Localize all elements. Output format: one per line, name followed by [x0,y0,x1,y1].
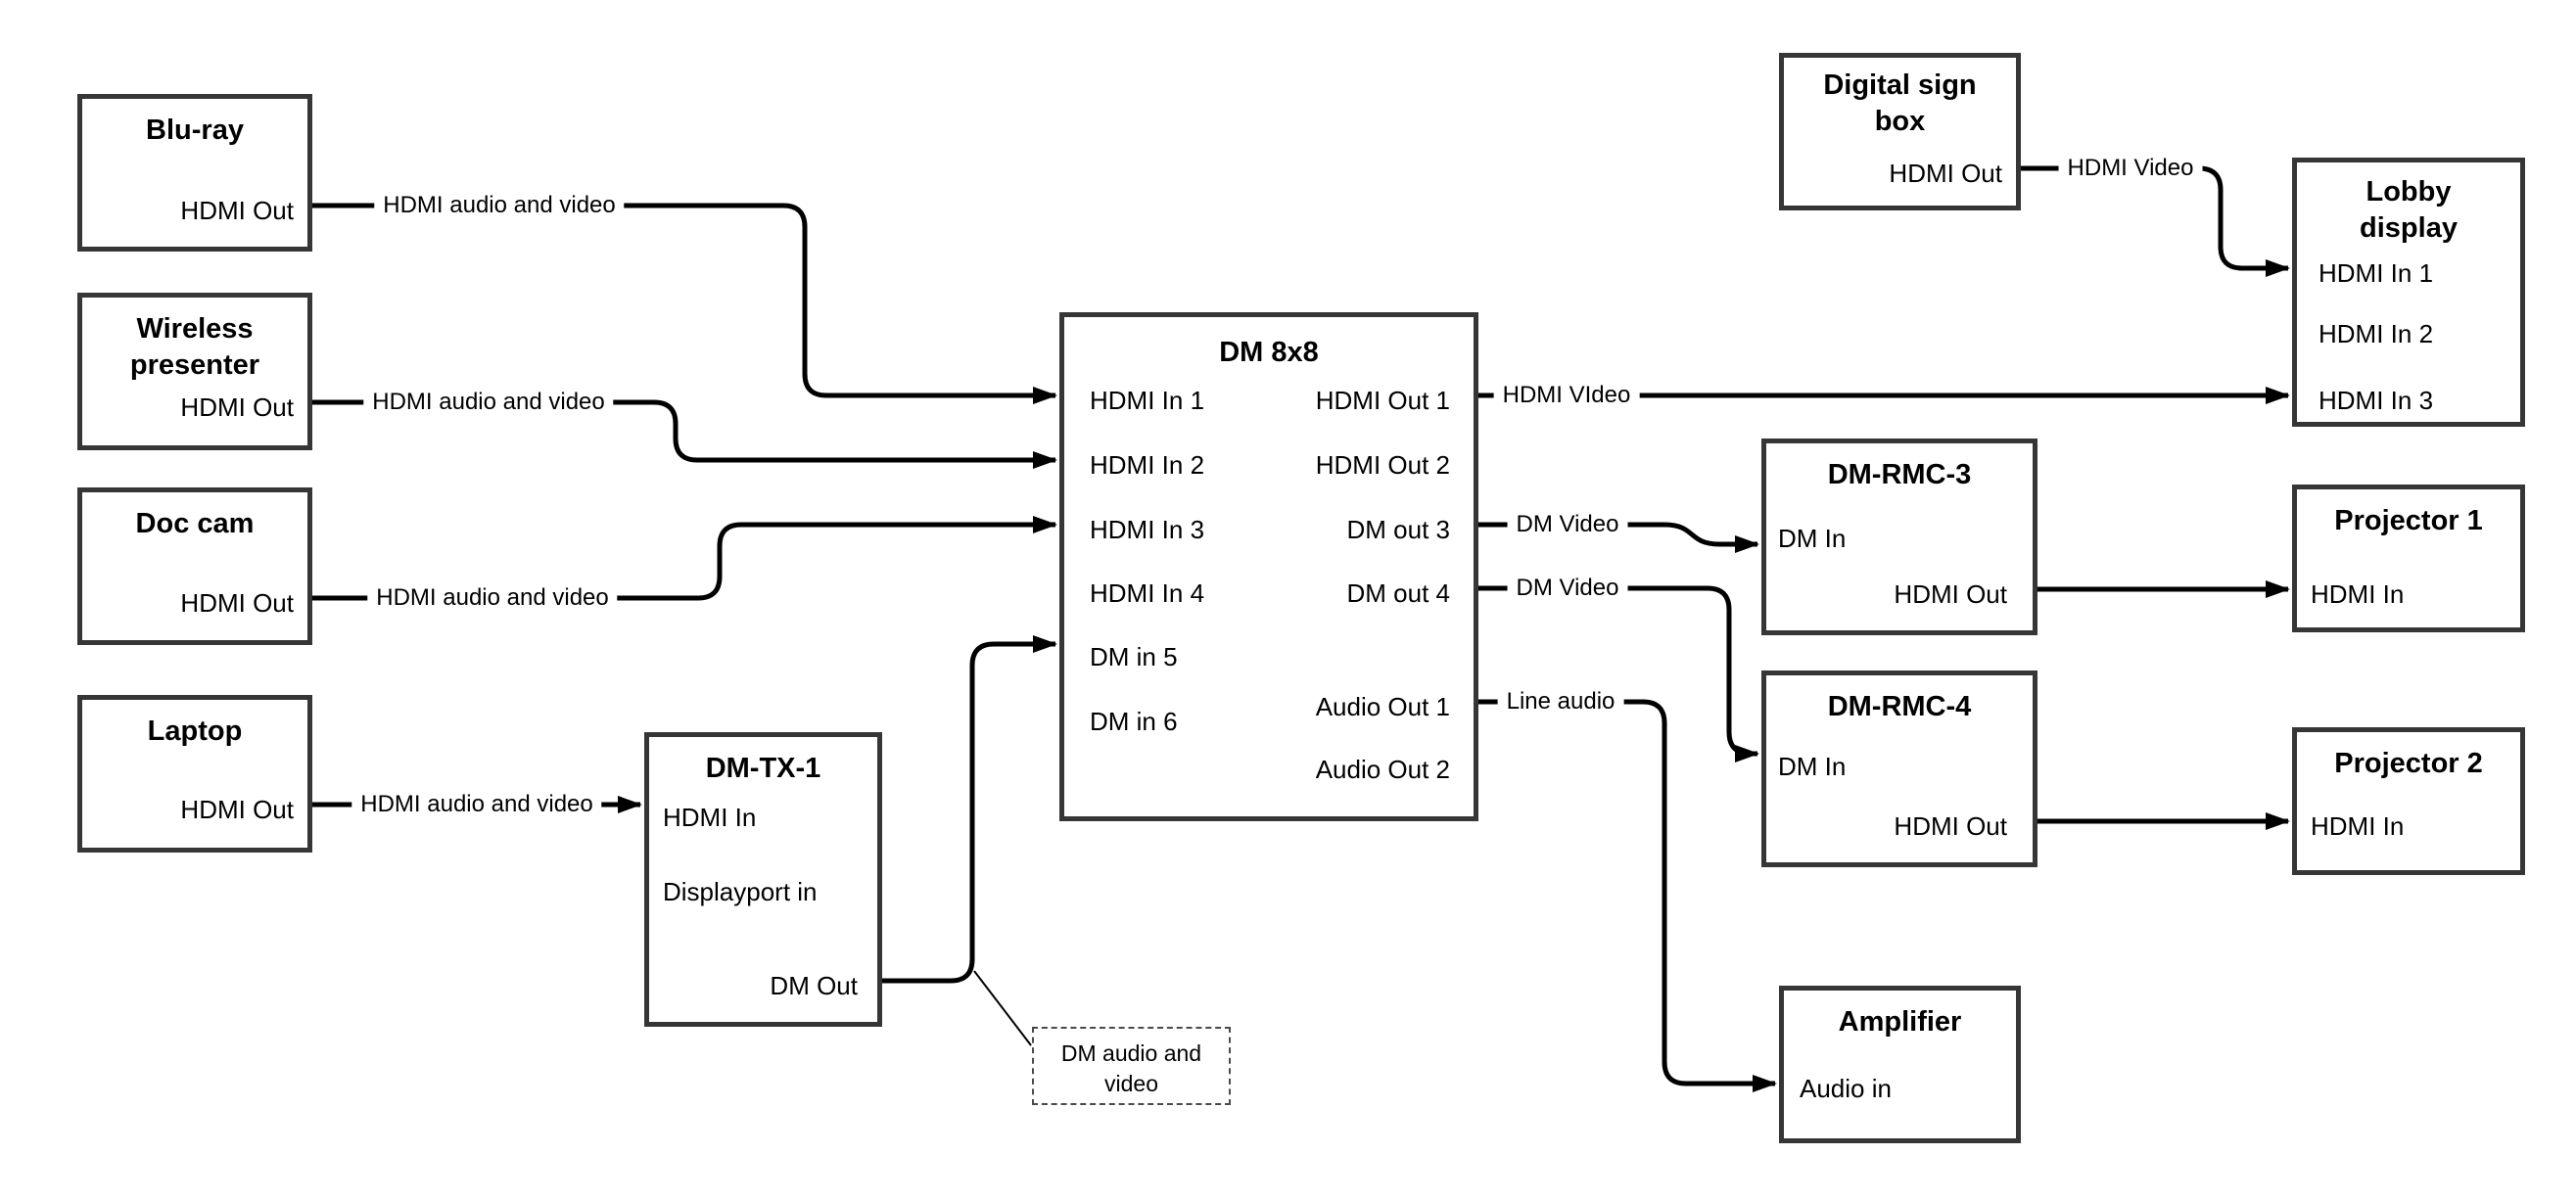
port-hdmi-in: HDMI In [2311,579,2405,609]
node-projector-1: Projector 1 HDMI In [2292,485,2525,632]
connector-dm8x8-out3-to-rmc3 [1478,522,1759,553]
connection-label-wireless: HDMI audio and video [363,388,614,417]
node-bluray: Blu-ray HDMI Out [77,94,312,252]
node-dm-8x8: DM 8x8 HDMI In 1 HDMI In 2 HDMI In 3 HDM… [1059,312,1478,821]
node-dm-rmc-3: DM-RMC-3 DM In HDMI Out [1761,439,2037,635]
node-title: Digital sign box [1823,69,1977,138]
node-title: Laptop [147,716,243,747]
port-hdmi-out-2: HDMI Out 2 [1315,450,1450,480]
node-dm-tx-1: DM-TX-1 HDMI In Displayport in DM Out [644,732,882,1027]
node-title: Projector 1 [2334,505,2483,536]
node-title: Doc cam [135,508,255,539]
port-hdmi-out: HDMI Out [180,795,294,824]
node-title: Projector 2 [2334,748,2483,779]
port-dm-out-3: DM out 3 [1346,515,1451,544]
node-title: Wireless presenter [129,313,260,382]
port-hdmi-in-2: HDMI In 2 [2318,319,2434,348]
port-hdmi-in-4: HDMI In 4 [1090,578,1205,608]
port-hdmi-in: HDMI In [663,803,757,832]
node-title: DM-RMC-3 [1827,459,1972,490]
node-title: Amplifier [1838,1006,1962,1038]
port-audio-out-1: Audio Out 1 [1315,692,1450,721]
node-laptop: Laptop HDMI Out [77,695,312,853]
node-doc-cam: Doc cam HDMI Out [77,487,312,645]
port-hdmi-in-3: HDMI In 3 [2318,386,2434,415]
connection-label-digital-sign: HDMI Video [2058,154,2203,183]
port-hdmi-out: HDMI Out [1894,579,2007,609]
connector-wireless-to-dm8x8-in2 [312,399,1057,469]
node-dm-rmc-4: DM-RMC-4 DM In HDMI Out [1761,670,2037,867]
port-hdmi-out: HDMI Out [1889,159,2002,188]
port-hdmi-out: HDMI Out [180,588,294,618]
port-dm-out-4: DM out 4 [1346,578,1451,608]
port-hdmi-in-3: HDMI In 3 [1090,515,1205,544]
node-title: DM-TX-1 [705,753,821,784]
connector-dm8x8-out4-to-rmc4 [1478,585,1759,762]
connector-digitalsign-to-lobby-in1 [2021,165,2290,277]
node-title: DM-RMC-4 [1827,691,1972,722]
node-projector-2: Projector 2 HDMI In [2292,727,2525,875]
port-hdmi-in: HDMI In [2311,811,2405,841]
node-title: Blu-ray [146,115,244,146]
connector-doccam-to-dm8x8-in3 [312,516,1057,601]
node-wireless-presenter: Wireless presenter HDMI Out [77,293,312,450]
port-hdmi-out: HDMI Out [180,196,294,225]
node-digital-sign-box: Digital sign box HDMI Out [1779,53,2021,210]
connection-label-hdmi-video-out1: HDMI VIdeo [1493,381,1640,410]
node-amplifier: Amplifier Audio in [1779,986,2021,1143]
port-dm-in: DM In [1778,752,1847,781]
port-dm-in: DM In [1778,524,1847,553]
port-hdmi-out: HDMI Out [1894,811,2007,841]
connection-label-dm-video-out4: DM Video [1507,574,1628,603]
connector-dm8x8-audio1-to-amplifier [1478,699,1777,1092]
callout-leader-line [973,970,1032,1046]
port-hdmi-in-1: HDMI In 1 [1090,386,1205,415]
port-dm-out: DM Out [770,971,858,1000]
port-dm-in-6: DM in 6 [1090,707,1178,736]
port-dm-in-5: DM in 5 [1090,642,1178,671]
port-audio-out-2: Audio Out 2 [1315,755,1450,784]
port-hdmi-out: HDMI Out [180,393,294,422]
connector-bluray-to-dm8x8-in1 [312,203,1057,404]
connection-label-bluray: HDMI audio and video [374,191,625,220]
node-lobby-display: Lobby display HDMI In 1 HDMI In 2 HDMI I… [2292,158,2525,427]
annotation-dm-audio-video: DM audio and video [1032,1027,1231,1105]
port-hdmi-in-2: HDMI In 2 [1090,450,1205,480]
connection-label-laptop: HDMI audio and video [351,790,602,819]
port-displayport-in: Displayport in [663,877,818,906]
port-audio-in: Audio in [1800,1074,1892,1103]
port-hdmi-out-1: HDMI Out 1 [1315,386,1450,415]
connection-label-dm-video-out3: DM Video [1507,510,1628,539]
connector-dmtx1-to-dm8x8-in5 [882,635,1057,984]
connection-label-line-audio: Line audio [1497,687,1624,716]
connection-label-doccam: HDMI audio and video [367,583,618,613]
node-title: Lobby display [2360,176,2458,245]
port-hdmi-in-1: HDMI In 1 [2318,258,2434,288]
node-title: DM 8x8 [1219,337,1319,368]
